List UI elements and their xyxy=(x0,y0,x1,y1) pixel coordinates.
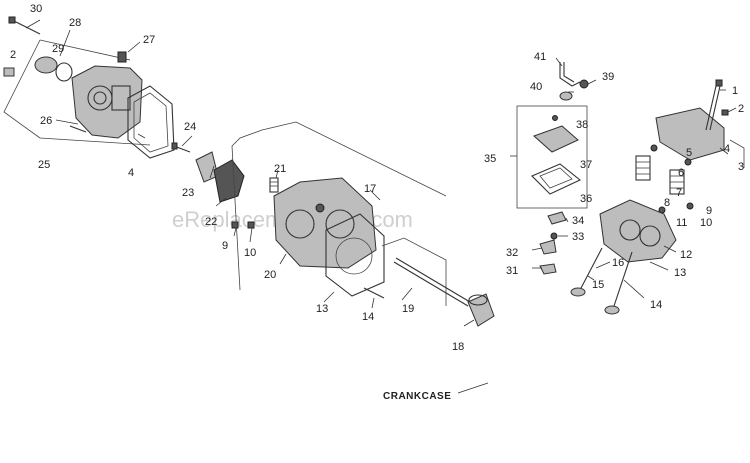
callout-2-right: 2 xyxy=(738,103,744,115)
cylinder-head-12 xyxy=(599,199,677,263)
spring-21 xyxy=(269,177,279,193)
part-38 xyxy=(552,115,558,121)
callout-10-right: 10 xyxy=(700,217,712,229)
callout-11: 11 xyxy=(676,217,687,229)
callout-19: 19 xyxy=(402,303,414,315)
nut-40 xyxy=(559,91,573,101)
callout-7: 7 xyxy=(676,187,682,199)
gasket-36 xyxy=(531,163,582,195)
callout-25: 25 xyxy=(38,159,50,171)
callout-16: 16 xyxy=(612,257,624,269)
callout-5: 5 xyxy=(686,147,692,159)
rocker-23 xyxy=(195,151,219,183)
screw-9-left xyxy=(231,221,239,229)
callout-2-left: 2 xyxy=(10,49,16,61)
callout-34: 34 xyxy=(572,215,584,227)
callout-28: 28 xyxy=(69,17,81,29)
callout-18: 18 xyxy=(452,341,464,353)
callout-12: 12 xyxy=(680,249,692,261)
bolt-39 xyxy=(579,79,589,89)
callout-8: 8 xyxy=(664,197,670,209)
callout-40: 40 xyxy=(530,81,542,93)
callout-10-left: 10 xyxy=(244,247,256,259)
callout-33: 33 xyxy=(572,231,584,243)
tappet-18 xyxy=(467,293,495,327)
stud-26 xyxy=(69,125,87,133)
callouts: 30 28 29 27 2 26 25 4 24 23 22 21 9 10 2… xyxy=(10,3,744,353)
fitting-27 xyxy=(117,51,127,63)
callout-4-right: 4 xyxy=(724,143,730,155)
callout-37: 37 xyxy=(580,159,592,171)
breather-cover xyxy=(71,65,143,139)
callout-35: 35 xyxy=(484,153,496,165)
callout-9-right: 9 xyxy=(706,205,712,217)
callout-15: 15 xyxy=(592,279,604,291)
part-32 xyxy=(539,239,557,255)
callout-24: 24 xyxy=(184,121,196,133)
callout-4-left: 4 xyxy=(128,167,134,179)
valve-springs xyxy=(635,144,692,195)
callout-36: 36 xyxy=(580,193,592,205)
kit-box-35 xyxy=(516,105,588,209)
callout-39: 39 xyxy=(602,71,614,83)
callout-17: 17 xyxy=(364,183,376,195)
oring-28 xyxy=(55,62,73,82)
callout-20: 20 xyxy=(264,269,276,281)
callout-6: 6 xyxy=(678,167,684,179)
callout-26: 26 xyxy=(40,115,52,127)
callout-23: 23 xyxy=(182,187,194,199)
screw-33 xyxy=(550,232,558,240)
bolt-1 xyxy=(705,85,717,131)
callout-32: 32 xyxy=(506,247,518,259)
cap-29 xyxy=(34,56,58,74)
valve-15 xyxy=(579,247,603,291)
callout-1: 1 xyxy=(732,85,738,97)
callout-9-left: 9 xyxy=(222,240,228,252)
crankcase-label: CRANKCASE xyxy=(383,391,451,402)
callout-14-left: 14 xyxy=(362,311,374,323)
callout-13-right: 13 xyxy=(674,267,686,279)
callout-29: 29 xyxy=(52,43,64,55)
part-31 xyxy=(539,263,557,275)
screw-2-left xyxy=(3,67,15,77)
callout-13-left: 13 xyxy=(316,303,328,315)
callout-22: 22 xyxy=(205,216,217,228)
cylinder-head-20 xyxy=(273,177,377,269)
callout-14-right: 14 xyxy=(650,299,662,311)
head-gasket-13 xyxy=(325,213,385,297)
pushrod-19 xyxy=(393,261,469,307)
rocker-cover-3 xyxy=(655,107,725,161)
valve-14-right xyxy=(613,251,633,307)
elbow-41 xyxy=(559,62,581,87)
callout-3: 3 xyxy=(738,161,744,173)
center-assembly xyxy=(171,121,495,327)
part-34 xyxy=(547,211,567,225)
plate-37 xyxy=(533,125,579,153)
bracket-25 xyxy=(3,39,41,139)
callout-31: 31 xyxy=(506,265,518,277)
callout-21: 21 xyxy=(274,163,286,175)
pin-14-left xyxy=(363,287,385,299)
callout-30: 30 xyxy=(30,3,42,15)
nut-10-left xyxy=(247,221,255,229)
screw-2-right xyxy=(721,109,729,116)
callout-27: 27 xyxy=(143,34,155,46)
rocker-arm-22 xyxy=(213,159,245,203)
screw-9-right xyxy=(686,202,694,210)
callout-38: 38 xyxy=(576,119,588,131)
crankcase-pointer xyxy=(457,382,489,394)
left-assembly xyxy=(3,16,175,159)
right-assembly xyxy=(510,57,745,315)
gasket-4-left xyxy=(127,85,175,159)
callout-41: 41 xyxy=(534,51,546,63)
